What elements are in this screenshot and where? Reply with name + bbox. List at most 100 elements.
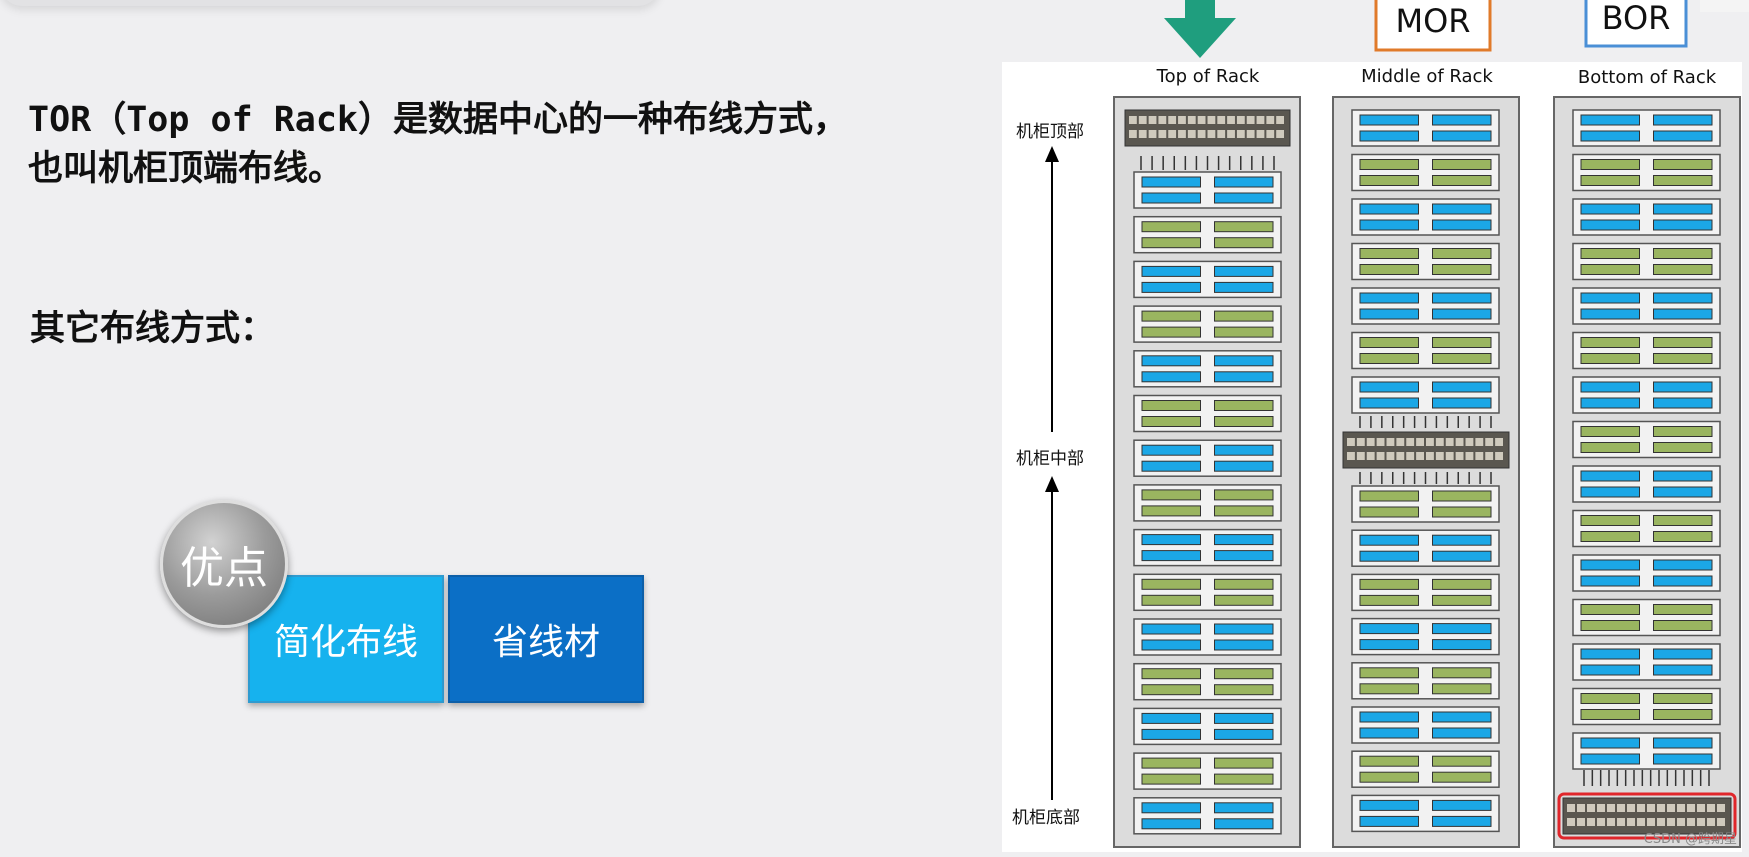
height-arrow-upper <box>1045 146 1059 432</box>
switch-port <box>1187 116 1196 124</box>
switch-port <box>1627 818 1635 826</box>
server-drive <box>1432 490 1492 502</box>
switch-port <box>1617 804 1625 812</box>
switch-port <box>1158 116 1167 124</box>
server-drive <box>1432 308 1492 320</box>
switch-port <box>1217 130 1226 138</box>
server-drive <box>1580 604 1640 615</box>
switch-port <box>1236 116 1245 124</box>
switch-port <box>1347 438 1355 446</box>
switch-port <box>1246 130 1255 138</box>
server-drive <box>1432 159 1492 170</box>
server-drive <box>1359 114 1419 126</box>
server-drive <box>1432 534 1492 546</box>
server-drive <box>1653 426 1713 437</box>
switch-port <box>1236 130 1245 138</box>
server-drive <box>1214 281 1274 293</box>
server-drive <box>1580 426 1640 437</box>
intro-line-1: TOR（Top of Rack）是数据中心的一种布线方式， <box>28 100 849 140</box>
server-drive <box>1580 620 1640 631</box>
switch-port <box>1217 116 1226 124</box>
server-drive <box>1141 326 1201 338</box>
server-drive <box>1141 176 1201 188</box>
switch-port <box>1158 130 1167 138</box>
switch-port <box>1465 438 1474 446</box>
server-drive <box>1432 175 1492 186</box>
server-drive <box>1141 355 1201 367</box>
server-drive <box>1141 416 1201 427</box>
server-drive <box>1359 578 1419 590</box>
server-drive <box>1580 175 1640 186</box>
server-drive <box>1653 264 1713 275</box>
server-drive <box>1214 757 1274 769</box>
switch-port <box>1246 116 1255 124</box>
server-drive <box>1432 771 1492 783</box>
server-drive <box>1432 578 1492 590</box>
server-drive <box>1653 114 1713 126</box>
switch-port <box>1256 130 1265 138</box>
switch-port <box>1587 818 1595 826</box>
switch-port <box>1697 804 1705 812</box>
server-drive <box>1359 594 1419 606</box>
server-drive <box>1580 442 1640 453</box>
server-drive <box>1653 248 1713 259</box>
server-drive <box>1580 470 1640 482</box>
zone-label-top: 机柜顶部 <box>1016 122 1084 142</box>
server-drive <box>1580 397 1640 409</box>
server-drive <box>1214 623 1274 635</box>
server-drive <box>1653 219 1713 231</box>
switch-port <box>1376 452 1385 460</box>
server-drive <box>1141 728 1201 740</box>
server-drive <box>1359 623 1419 635</box>
server-drive <box>1214 371 1274 383</box>
switch-highlight <box>1557 792 1737 840</box>
switch-port <box>1347 452 1355 460</box>
switch-port <box>1587 804 1595 812</box>
switch-port <box>1657 804 1665 812</box>
switch-port <box>1197 116 1206 124</box>
switch-port <box>1687 818 1695 826</box>
switch-port <box>1657 818 1665 826</box>
switch-port <box>1597 818 1605 826</box>
server-drive <box>1580 353 1640 364</box>
server-drive <box>1359 506 1419 518</box>
server-drive <box>1141 371 1201 383</box>
server-drive <box>1359 639 1419 651</box>
switch-port <box>1475 438 1484 446</box>
switch-port <box>1707 804 1715 812</box>
server-drive <box>1359 534 1419 546</box>
server-drive <box>1214 728 1274 740</box>
server-drive <box>1214 355 1274 367</box>
advantage-simplify-wiring: 简化布线 <box>248 575 444 703</box>
switch-port <box>1366 438 1375 446</box>
switch-port <box>1687 804 1695 812</box>
server-drive <box>1653 559 1713 571</box>
switch-port <box>1178 130 1186 138</box>
server-drive <box>1653 486 1713 498</box>
switch-port <box>1386 438 1395 446</box>
switch-port <box>1637 804 1645 812</box>
server-drive <box>1653 575 1713 587</box>
switch-port <box>1697 818 1705 826</box>
server-drive <box>1653 693 1713 704</box>
other-methods-label: 其它布线方式： <box>30 309 276 349</box>
switch-port <box>1266 116 1275 124</box>
server-drive <box>1214 639 1274 651</box>
height-arrow-lower <box>1045 476 1059 800</box>
server-drive <box>1432 381 1492 393</box>
server-drive <box>1580 575 1640 587</box>
server-drive <box>1580 203 1640 215</box>
server-drive <box>1141 281 1201 293</box>
server-drive <box>1580 486 1640 498</box>
server-drive <box>1580 531 1640 542</box>
slide-top-shadow <box>0 0 660 6</box>
server-drive <box>1214 684 1274 696</box>
server-drive <box>1359 683 1419 695</box>
rack-title-middle: Middle of Rack <box>1361 66 1493 87</box>
server-drive <box>1653 175 1713 186</box>
switch-port <box>1148 116 1157 124</box>
switch-port <box>1168 130 1177 138</box>
server-drive <box>1653 442 1713 453</box>
switch-port <box>1187 130 1196 138</box>
switch-port <box>1485 452 1494 460</box>
